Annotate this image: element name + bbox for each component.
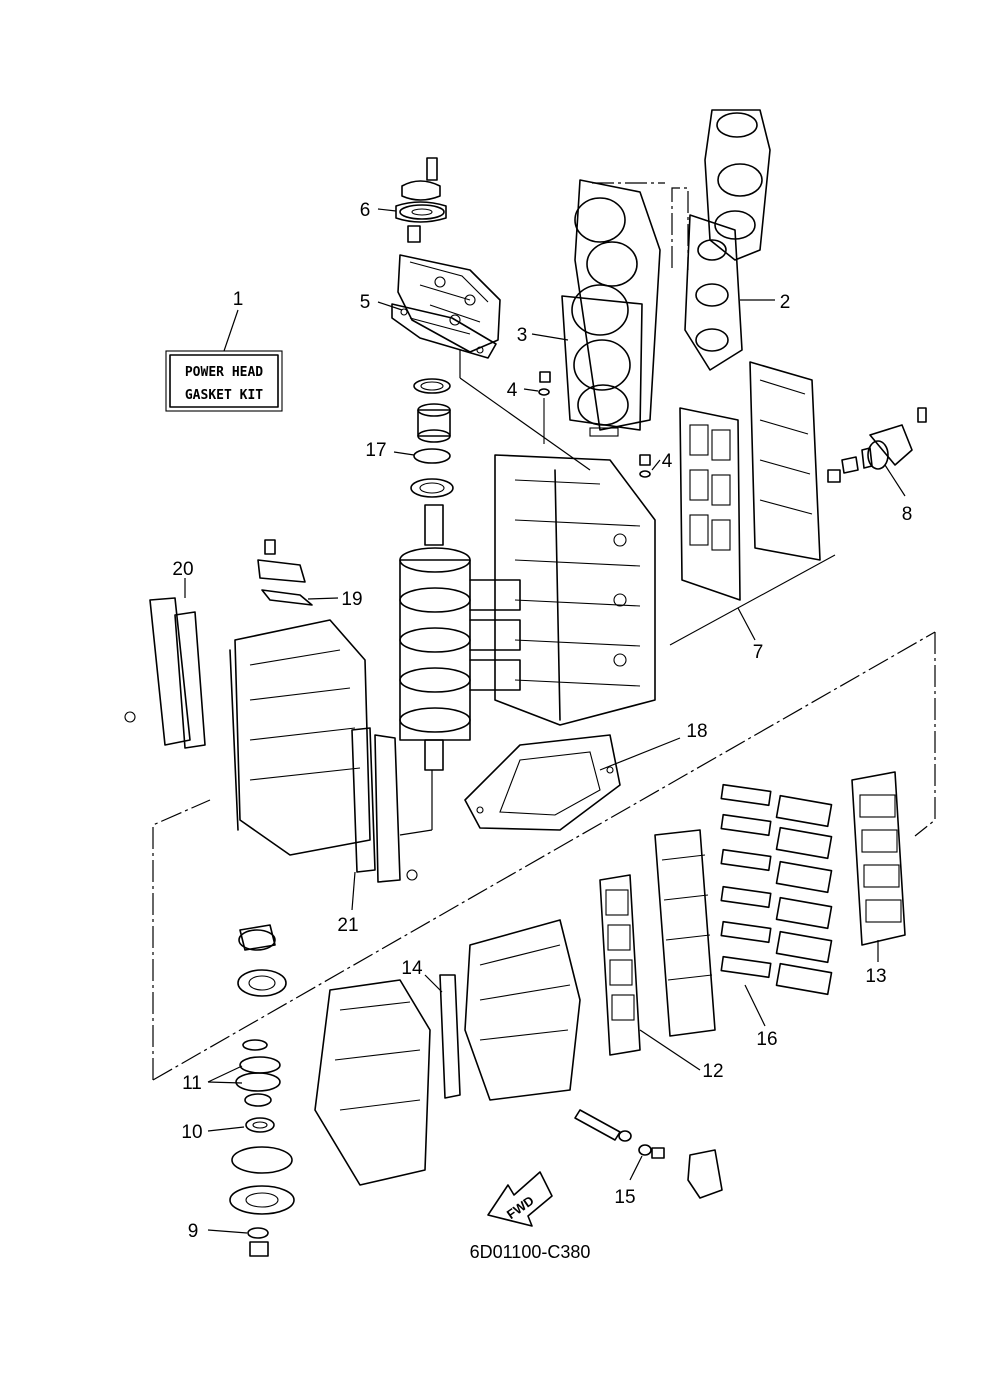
callout-13: 13 <box>865 966 886 987</box>
gasket-7 <box>679 407 741 601</box>
callout-20: 20 <box>172 559 193 580</box>
power-head-gasket-kit-label: POWER HEAD GASKET KIT <box>165 350 283 412</box>
callout-15: 15 <box>614 1187 635 1208</box>
exhaust-cover-2 <box>684 109 771 371</box>
kit-label-line2: GASKET KIT <box>185 388 263 403</box>
callout-19: 19 <box>341 589 362 610</box>
gasket-12 <box>599 874 641 1056</box>
intake-silencer <box>314 979 431 1186</box>
callout-9: 9 <box>188 1221 199 1242</box>
seal-housing <box>237 924 287 997</box>
callout-6: 6 <box>360 200 371 221</box>
sensor-19 <box>257 539 313 606</box>
rings-11 <box>235 1039 281 1107</box>
base-gasket-18 <box>464 734 621 831</box>
callout-21: 21 <box>337 915 358 936</box>
sender-assembly-15 <box>574 1109 723 1199</box>
section-boundary-lines <box>152 182 936 1081</box>
callout-11: 11 <box>182 1073 202 1094</box>
callout-10: 10 <box>181 1122 202 1143</box>
cover-plate-7 <box>749 361 821 561</box>
seal-9 <box>247 1227 269 1257</box>
fwd-label: FWD <box>504 1193 537 1222</box>
callout-12: 12 <box>702 1061 723 1082</box>
gasket-14 <box>439 974 461 1099</box>
crankshaft <box>399 504 521 771</box>
callout-18: 18 <box>686 721 707 742</box>
crankcase <box>229 619 371 856</box>
callout-1: 1 <box>233 289 244 310</box>
bolt-4a <box>538 371 551 444</box>
oil-seal-10 <box>245 1117 275 1133</box>
cover-20 <box>124 597 206 749</box>
lower-bearing-housing <box>229 1146 295 1215</box>
forward-direction-arrow: FWD <box>487 1171 553 1227</box>
gasket-5 <box>391 303 497 359</box>
bearing-stack-17 <box>410 378 454 498</box>
diagram-code: 6D01100-C380 <box>470 1242 591 1262</box>
gasket-13 <box>851 771 906 946</box>
cylinder-head-and-gasket <box>561 179 661 437</box>
gasket-cover-21 <box>351 727 418 883</box>
thermostat-assembly-8 <box>827 407 927 483</box>
callout-4b: 4 <box>662 451 673 472</box>
callout-5: 5 <box>360 292 371 313</box>
callout-2: 2 <box>780 292 791 313</box>
callout-16: 16 <box>756 1029 777 1050</box>
callout-8: 8 <box>902 504 913 525</box>
thermostat-cover-assembly <box>397 157 501 353</box>
reed-plate <box>654 829 716 1037</box>
callout-17: 17 <box>365 440 386 461</box>
callout-14: 14 <box>401 958 423 979</box>
intake-manifold <box>464 919 581 1101</box>
callout-4a: 4 <box>507 380 518 401</box>
gasket-6 <box>395 201 447 223</box>
kit-label-line1: POWER HEAD <box>185 365 263 380</box>
cylinder-block <box>494 454 656 726</box>
callout-7: 7 <box>753 642 764 663</box>
reed-valves-16 <box>720 783 833 996</box>
callout-3: 3 <box>517 325 528 346</box>
callout-labels: 1 2 3 4 4 5 6 7 8 9 10 11 12 13 14 15 16… <box>172 200 912 1242</box>
bolt-4b <box>639 454 651 478</box>
